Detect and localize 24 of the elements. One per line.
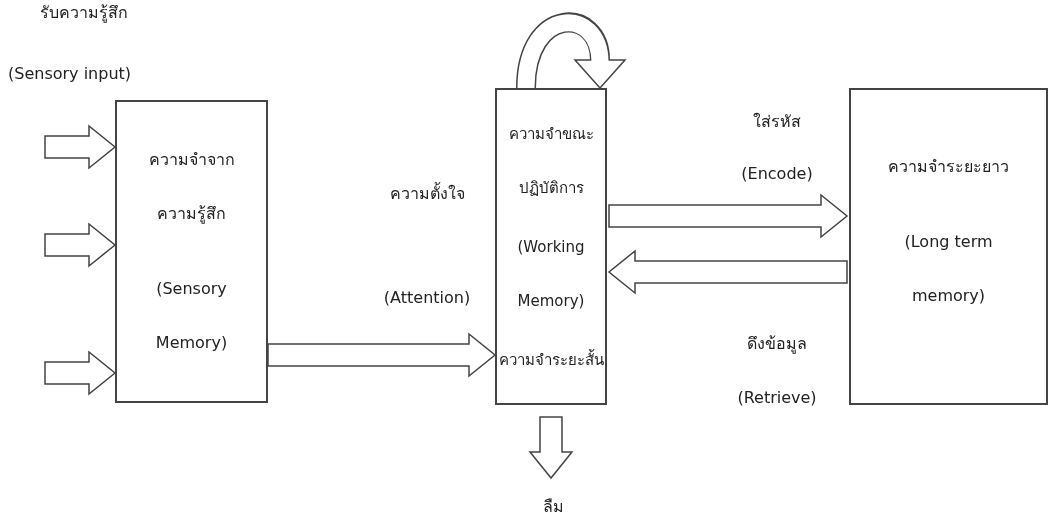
block-arrow [267, 332, 497, 378]
loop-arrow [516, 12, 626, 89]
block-arrow [44, 350, 117, 396]
block-arrow [607, 249, 848, 295]
box-title: ความจำจากความรู้สึก [147, 148, 236, 226]
edge-label: ดึงข้อมูล (Retrieve) [736, 333, 818, 409]
box-title: ความจำขณะปฏิบัติการ [507, 123, 595, 199]
box-title: ความจำระยะยาว [887, 156, 1010, 179]
edge-label: ใส่รหัส (Encode) [740, 111, 814, 185]
edge-label: ความตั้งใจ (Attention) [382, 181, 472, 309]
box-text: (Sensory Memory) [154, 278, 229, 355]
box-text: ความจำระยะสั้น [497, 348, 605, 371]
block-arrow [608, 193, 849, 239]
node-label: ลืม [530, 490, 576, 522]
block-arrow [44, 222, 117, 268]
text-label: (Sensory input) [8, 64, 132, 83]
block-arrow [528, 416, 574, 480]
process-box [495, 88, 607, 405]
block-arrow [44, 124, 117, 170]
process-box [849, 88, 1048, 405]
box-text: (Long term memory) [903, 230, 994, 307]
text-label: รับความรู้สึก [40, 2, 128, 25]
process-box [115, 100, 268, 403]
box-text: (Working Memory) [516, 236, 586, 312]
